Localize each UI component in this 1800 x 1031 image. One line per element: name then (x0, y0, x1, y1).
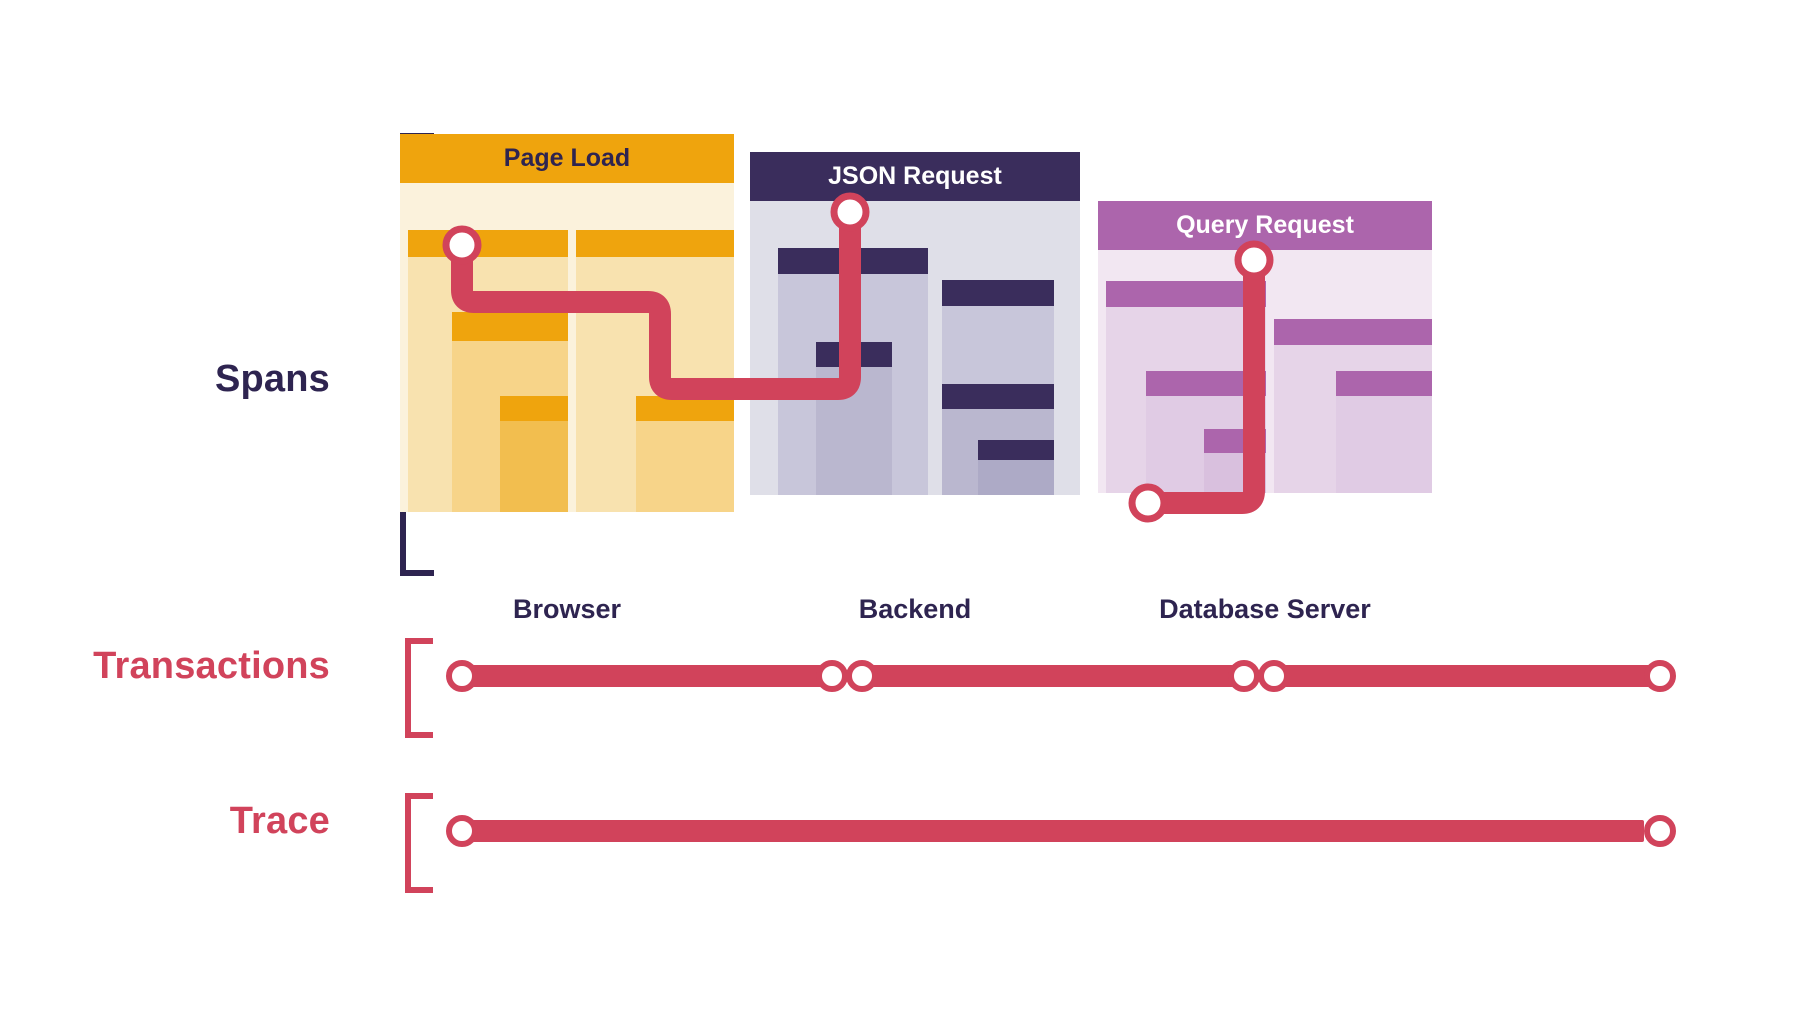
span-cap (978, 440, 1054, 460)
span-cap (1146, 371, 1266, 396)
trace-row-label: Trace (229, 800, 330, 842)
service-column-browser: Page Load (400, 134, 734, 512)
transaction-title-database: Query Request (1098, 201, 1432, 250)
service-name-backend: Backend (858, 594, 972, 624)
span-bar (1336, 371, 1432, 493)
transactions-row-label: Transactions (93, 645, 330, 687)
service-column-backend: JSON Request (750, 152, 1080, 495)
span-cap (500, 396, 568, 421)
span-cap (408, 230, 568, 257)
trace-dot-start[interactable] (446, 815, 478, 847)
span-bar (636, 396, 734, 512)
service-column-database: Query Request (1098, 201, 1432, 493)
span-cap (1274, 319, 1432, 345)
span-cap (816, 342, 892, 367)
transaction-title-backend: JSON Request (750, 152, 1080, 201)
span-body-backend (750, 201, 1080, 495)
transaction-dot-database-start[interactable] (1258, 660, 1290, 692)
trace-bar[interactable] (462, 820, 1644, 842)
transactions-bracket (405, 638, 433, 738)
span-bar (978, 440, 1054, 495)
span-cap (452, 312, 568, 341)
trace-dot-end[interactable] (1644, 815, 1676, 847)
service-name-browser: Browser (512, 594, 622, 624)
transaction-bar-backend[interactable] (862, 665, 1244, 687)
service-name-database: Database Server (1159, 594, 1371, 624)
transaction-dot-browser-end[interactable] (816, 660, 848, 692)
span-cap (1204, 429, 1266, 453)
trace-bracket (405, 793, 433, 893)
transaction-title-browser: Page Load (400, 134, 734, 183)
span-cap (576, 230, 734, 257)
span-bar (500, 396, 568, 512)
span-cap (942, 384, 1054, 409)
span-bar (1204, 429, 1266, 493)
span-cap (778, 248, 928, 274)
span-body-browser (400, 183, 734, 512)
span-cap (942, 280, 1054, 306)
transaction-bar-browser[interactable] (462, 665, 832, 687)
transaction-dot-database-end[interactable] (1644, 660, 1676, 692)
transaction-dot-browser-start[interactable] (446, 660, 478, 692)
span-cap (1336, 371, 1432, 396)
span-cap (636, 396, 734, 421)
transaction-dot-backend-start[interactable] (846, 660, 878, 692)
spans-row-label: Spans (214, 358, 330, 400)
span-bar (816, 342, 892, 495)
transaction-bar-database[interactable] (1274, 665, 1660, 687)
span-cap (1106, 281, 1266, 307)
span-body-database (1098, 250, 1432, 493)
transaction-dot-backend-end[interactable] (1228, 660, 1260, 692)
